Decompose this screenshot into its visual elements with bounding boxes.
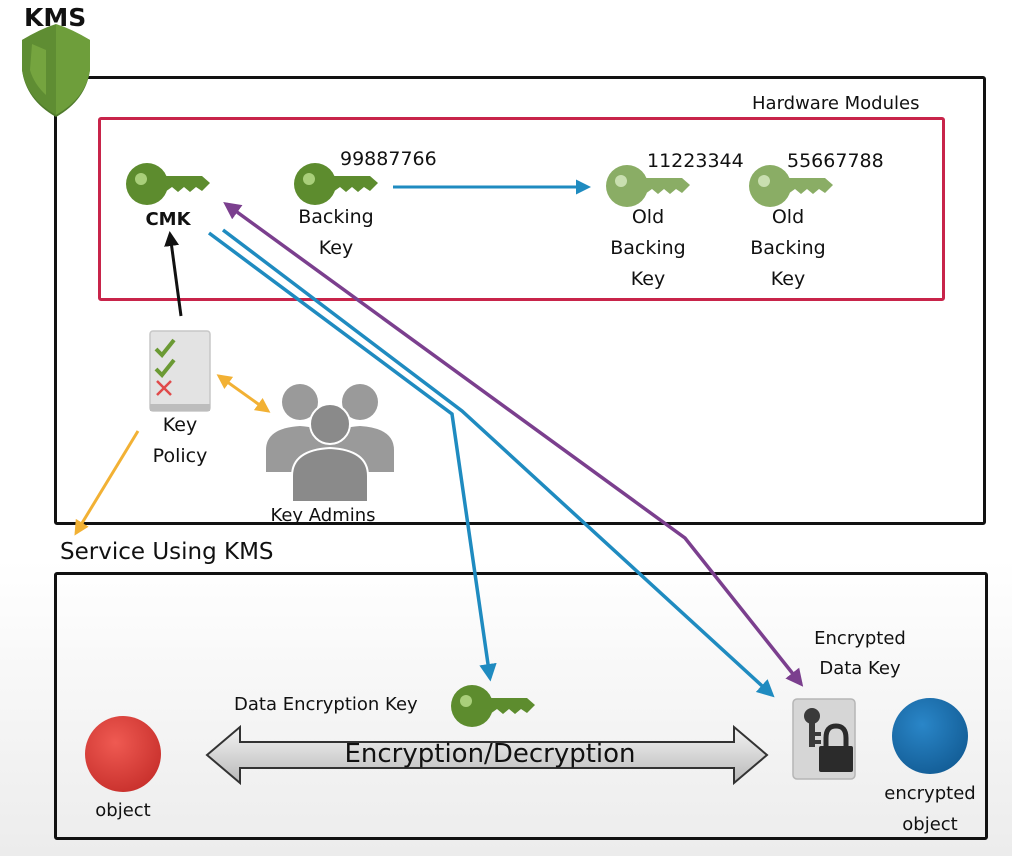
key-admins-label: Key Admins [270, 505, 376, 526]
old-backing-key-1-line3: Key [630, 268, 666, 290]
encrypted-object-line2: object [902, 814, 958, 835]
encrypted-object-icon [892, 698, 968, 774]
object-icon [85, 716, 161, 792]
cmk-key-icon [126, 163, 210, 205]
key-admins-icon [266, 384, 394, 503]
hardware-modules-label: Hardware Modules [752, 93, 920, 114]
cmk-encrypted-key-purple-arrow [223, 201, 804, 687]
backing-key-number: 99887766 [340, 148, 437, 170]
old-backing-key-2-line3: Key [770, 268, 806, 290]
old-backing-key-label-1: Old Backing Key [600, 202, 696, 295]
kms-shield-icon [22, 24, 90, 117]
policy-to-cmk-arrow [164, 231, 183, 317]
key-policy-label: Key Policy [140, 410, 220, 472]
old-backing-key-2-line2: Backing [750, 237, 826, 259]
old-backing-key-icon [606, 165, 690, 207]
key-policy-icon [149, 330, 211, 412]
backing-key-label-line1: Backing [298, 206, 374, 228]
cmk-label: CMK [145, 209, 191, 230]
backing-key-icon [294, 163, 378, 205]
key-policy-label-line1: Key [162, 414, 198, 436]
encrypted-data-key-label: Encrypted Data Key [790, 624, 930, 684]
old-backing-key-number-2: 55667788 [787, 150, 884, 172]
encryption-decryption-label: Encryption/Decryption [344, 739, 636, 769]
encrypted-object-label: encrypted object [874, 778, 986, 840]
backing-key-label: Backing Key [288, 202, 384, 264]
object-label: object [95, 800, 151, 821]
old-backing-key-label-2: Old Backing Key [740, 202, 836, 295]
encrypted-data-key-icon [792, 698, 856, 780]
data-encryption-key-label: Data Encryption Key [234, 694, 418, 715]
old-backing-key-icon-2 [749, 165, 833, 207]
key-policy-label-line2: Policy [152, 445, 208, 467]
policy-admins-arrow [216, 374, 271, 413]
encrypted-data-key-line2: Data Key [819, 658, 901, 679]
encryption-double-arrow [205, 724, 769, 786]
data-encryption-key-icon [451, 685, 535, 727]
old-backing-key-2-line1: Old [771, 206, 805, 228]
encrypted-object-line1: encrypted [884, 783, 976, 804]
old-backing-key-1-line2: Backing [610, 237, 686, 259]
policy-to-service-arrow [74, 430, 140, 536]
old-backing-key-number-1: 11223344 [647, 150, 744, 172]
encrypted-data-key-line1: Encrypted [814, 628, 906, 649]
old-backing-key-1-line1: Old [631, 206, 665, 228]
backing-key-label-line2: Key [318, 237, 354, 259]
